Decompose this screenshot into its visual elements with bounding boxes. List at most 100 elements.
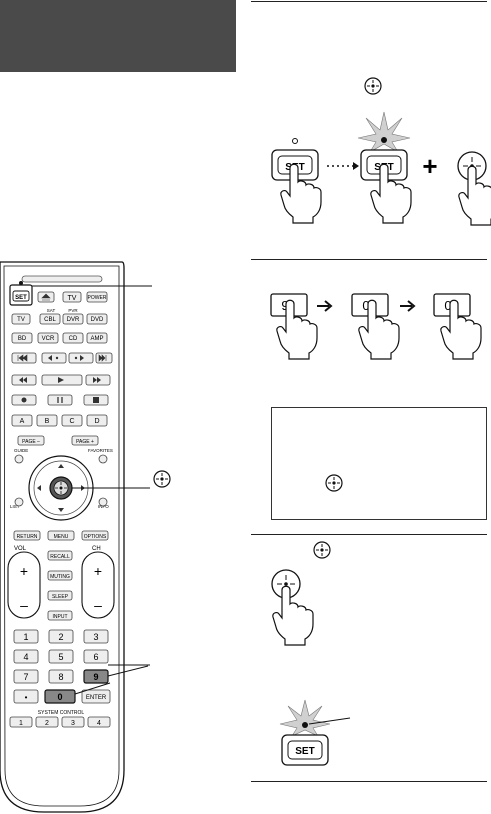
dvd-button[interactable]	[86, 313, 108, 325]
digit-3-label: 3	[93, 632, 98, 642]
digit-0-button[interactable]	[44, 689, 76, 704]
d-label: D	[94, 418, 99, 425]
system-control-label: SYSTEM CONTROL	[38, 710, 85, 716]
step3-inline-icon	[313, 541, 331, 559]
menu-label: MENU	[54, 534, 69, 540]
arrow-right-icon	[400, 300, 416, 312]
sleep-button[interactable]	[47, 590, 73, 601]
page-plus-label: PAGE +	[76, 439, 94, 445]
replay-button[interactable]	[41, 352, 67, 364]
dvr-button[interactable]	[62, 313, 84, 325]
list-button[interactable]	[14, 497, 24, 507]
enter-button[interactable]	[81, 689, 111, 704]
cd-button[interactable]	[62, 332, 84, 344]
favorites-button[interactable]	[98, 454, 108, 464]
step2-key-0b-label: 0	[444, 298, 451, 313]
a-button[interactable]	[11, 414, 33, 427]
tv-button[interactable]	[62, 291, 82, 303]
bd-label: BD	[18, 336, 27, 342]
pause-button[interactable]	[47, 394, 73, 406]
page-minus-button[interactable]	[17, 435, 45, 446]
digit-4-label: 4	[23, 652, 28, 662]
tv-input-label: TV	[17, 317, 25, 323]
input-label: INPUT	[53, 614, 68, 620]
page-minus-label: PAGE –	[22, 439, 40, 445]
muting-label: MUTING	[50, 574, 70, 580]
cbl-label: CBL	[44, 317, 56, 323]
amp-label: AMP	[90, 336, 103, 342]
step3-blink-burst-icon	[279, 699, 331, 737]
power-button-label: POWER	[88, 295, 107, 301]
sc-1-label: 1	[19, 720, 23, 727]
info-button[interactable]	[98, 497, 108, 507]
step3-callout-line	[308, 717, 351, 725]
svg-text:–: –	[94, 597, 102, 613]
digit-4-button[interactable]	[13, 649, 39, 664]
b-button[interactable]	[36, 414, 58, 427]
page-plus-button[interactable]	[71, 435, 99, 446]
digit-5-label: 5	[58, 652, 63, 662]
svg-text:+: +	[20, 563, 28, 579]
digit-6-label: 6	[93, 652, 98, 662]
muting-button[interactable]	[47, 570, 73, 581]
set-button[interactable]	[12, 290, 30, 302]
c-button[interactable]	[61, 414, 83, 427]
step3-top-rule	[251, 534, 487, 535]
digit-2-button[interactable]	[48, 629, 74, 644]
step1-top-rule	[251, 1, 487, 2]
digit-9-label: 9	[93, 672, 98, 682]
bd-button[interactable]	[11, 332, 33, 344]
step2-top-rule	[251, 259, 487, 260]
cbl-button[interactable]	[39, 313, 61, 325]
tv-button-label: TV	[68, 295, 77, 302]
volume-rocker[interactable]	[7, 551, 41, 619]
vol-label: VOL	[14, 546, 27, 552]
a-label: A	[20, 418, 25, 425]
tv-input-button[interactable]	[11, 313, 31, 325]
svg-text:+: +	[94, 563, 102, 579]
recall-button[interactable]	[47, 550, 73, 561]
digit-7-label: 7	[23, 672, 28, 682]
digit-8-button[interactable]	[48, 669, 74, 684]
vcr-label: VCR	[42, 336, 55, 342]
digit-8-label: 8	[58, 672, 63, 682]
dvd-label: DVD	[91, 317, 104, 323]
input-button[interactable]	[47, 610, 73, 621]
b-label: B	[45, 418, 50, 425]
amp-button[interactable]	[86, 332, 108, 344]
recall-label: RECALL	[50, 554, 70, 560]
sc-2-button[interactable]	[35, 716, 59, 728]
step2-key-9-label: 9	[281, 298, 288, 313]
sc-4-label: 4	[97, 720, 101, 727]
digit-9-button[interactable]	[83, 669, 109, 684]
digit-1-button[interactable]	[13, 629, 39, 644]
remote-control: SET TV POWER SAT PVR TV CBL DVR DVD BD V…	[0, 261, 125, 813]
enter-label: ENTER	[86, 695, 107, 701]
digit-6-button[interactable]	[83, 649, 109, 664]
info-label: INFO	[98, 504, 109, 509]
note-inline-icon	[325, 474, 343, 492]
blink-burst-icon	[357, 111, 411, 153]
dot-button[interactable]	[13, 689, 39, 704]
vcr-button[interactable]	[37, 332, 59, 344]
note-box	[271, 407, 487, 520]
favorites-label: FAVORITES	[88, 448, 113, 453]
channel-rocker[interactable]	[81, 551, 115, 619]
dotted-arrow-icon	[327, 162, 359, 170]
guide-button[interactable]	[14, 454, 24, 464]
sc-1-button[interactable]	[9, 716, 33, 728]
options-button[interactable]	[81, 530, 109, 541]
sc-3-button[interactable]	[61, 716, 85, 728]
cd-label: CD	[69, 336, 78, 342]
digit-5-button[interactable]	[48, 649, 74, 664]
return-button[interactable]	[13, 530, 41, 541]
digit-7-button[interactable]	[13, 669, 39, 684]
menu-button[interactable]	[47, 530, 75, 541]
led-off-icon	[292, 138, 298, 144]
sc-4-button[interactable]	[87, 716, 111, 728]
d-button[interactable]	[86, 414, 108, 427]
power-button[interactable]	[86, 291, 108, 303]
digit-3-button[interactable]	[83, 629, 109, 644]
section-header-block	[0, 0, 236, 72]
